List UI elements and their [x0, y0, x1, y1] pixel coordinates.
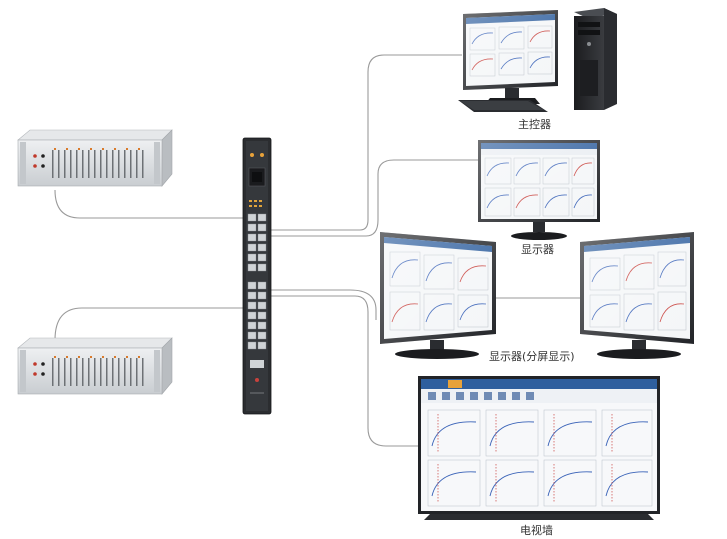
label-display: 显示器 [521, 243, 554, 256]
host-keyboard [458, 100, 548, 112]
line-switch-split-display [270, 289, 377, 320]
acquisition-chassis-top [17, 129, 173, 187]
line-switch-host [270, 54, 462, 231]
connection-lines [54, 54, 582, 447]
network-switch [242, 137, 272, 415]
line-chassis2-switch [54, 307, 246, 341]
line-switch-videowall [270, 295, 428, 447]
host-tower [574, 8, 617, 110]
acquisition-chassis-bottom [17, 337, 173, 395]
split-display-right [580, 232, 694, 359]
line-chassis1-switch [54, 189, 246, 219]
display-monitor [478, 140, 600, 240]
video-wall-tv [418, 376, 660, 520]
line-switch-display [270, 159, 478, 237]
label-video-wall: 电视墙 [520, 524, 553, 537]
host-monitor [463, 10, 558, 104]
split-display-left [380, 232, 496, 359]
label-main-controller: 主控器 [518, 118, 551, 131]
label-display-split: 显示器(分屏显示) [489, 350, 575, 363]
